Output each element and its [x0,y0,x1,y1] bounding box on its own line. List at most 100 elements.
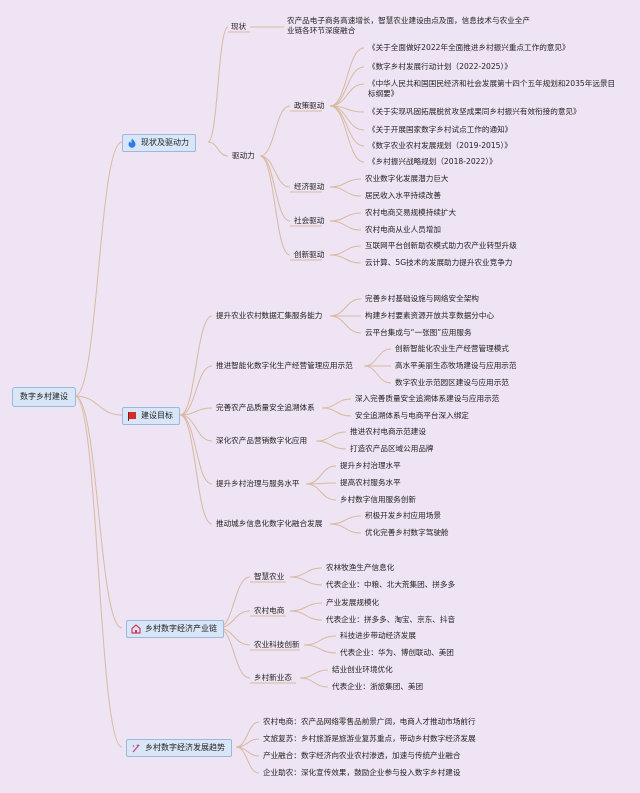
root-node[interactable]: 数字乡村建设 [12,387,76,407]
connector-line [329,186,362,197]
goal-item[interactable]: 优化完善乡村数字驾驶舱 [365,528,449,537]
house-icon [131,624,141,634]
connector-line [329,105,365,163]
connector-line [207,26,229,143]
goal-item[interactable]: 积极开发乡村应用场景 [365,511,441,520]
connector-line [329,523,362,534]
connector-line [179,365,213,416]
goal-traceability[interactable]: 完善农产品质量安全追溯体系 [216,403,315,412]
goal-item[interactable]: 提高农村服务水平 [340,478,401,487]
connector-line [315,440,347,450]
connector-line [74,395,123,629]
goal-governance[interactable]: 提升乡村治理与服务水平 [216,479,300,488]
chain-smart-agriculture[interactable]: 智慧农业 [254,572,285,581]
branch-trends[interactable]: 乡村数字经济发展趋势 [126,739,232,757]
policy-item[interactable]: 《关于全面做好2022年全面推进乡村振兴重点工作的意见》 [368,43,570,52]
branch-label: 建设目标 [141,411,173,420]
chain-tech-innovation[interactable]: 农业科技创新 [254,640,300,649]
chain-item[interactable]: 结业创业环境优化 [332,665,393,674]
connector-line [179,407,213,416]
goal-item[interactable]: 打造农产品区域公用品牌 [350,444,434,453]
innovation-item[interactable]: 互联网平台创新助农模式助力农产业转型升级 [365,241,517,250]
goal-item[interactable]: 高水平美丽生态牧场建设与应用示范 [395,361,517,370]
goal-data-service[interactable]: 提升农业农村数据汇集服务能力 [216,311,323,320]
flame-icon [128,138,136,148]
branch-goals[interactable]: 建设目标 [122,407,180,425]
connector-line [329,212,362,222]
goal-item[interactable]: 云平台集成与“一张图”应用服务 [365,328,472,337]
connector-line [329,66,365,107]
connector-line [303,635,337,646]
chain-new-business[interactable]: 乡村新业态 [254,673,292,682]
node-economic[interactable]: 经济驱动 [294,182,325,191]
goal-item[interactable]: 完善乡村基础设施与网络安全架构 [365,294,479,303]
policy-item[interactable]: 《关于开展国家数字乡村试点工作的通知》 [368,125,513,134]
trend-item[interactable]: 企业助农：深化宣传效果，鼓励企业参与投入数字乡村建设 [263,768,461,777]
node-status-desc[interactable]: 农产品电子商务高速增长，智慧农业建设由点及面，信息技术与农业全产业链各环节深度融… [287,16,530,35]
goal-urban-rural[interactable]: 推动城乡信息化数字化融合发展 [216,519,323,528]
social-item[interactable]: 农村电商从业人员增加 [365,225,441,234]
node-social[interactable]: 社会驱动 [294,216,325,225]
goal-marketing[interactable]: 深化农产品营销数字化应用 [216,436,308,445]
connector-line [235,746,260,774]
node-policy[interactable]: 政策驱动 [294,101,325,110]
connector-line [303,644,337,654]
economic-item[interactable]: 居民收入水平持续改善 [365,191,441,200]
connector-line [329,315,362,334]
node-status[interactable]: 现状 [231,22,247,31]
policy-item[interactable]: 《数字农业农村发展规划（2019-2015）》 [368,141,512,150]
connector-line [329,254,362,264]
flag-icon [128,412,136,421]
branch-label: 乡村数字经济发展趋势 [145,743,225,752]
connector-line [259,155,291,188]
goal-item[interactable]: 乡村数字信用服务创新 [340,495,416,504]
chain-rural-ecommerce[interactable]: 农村电商 [254,606,285,615]
connector-line [179,414,213,485]
goal-smart-production[interactable]: 推进智能化数字化生产经营管理应用示范 [216,361,353,370]
policy-item[interactable]: 《关于实现巩固拓展脱贫攻坚成果同乡村振兴有效衔接的意见》 [368,107,581,116]
connector-line [329,298,362,317]
branch-status-drivers[interactable]: 现状及驱动力 [122,134,196,152]
node-innovation[interactable]: 创新驱动 [294,250,325,259]
chain-item[interactable]: 农林牧渔生产信息化 [326,563,395,572]
goal-item[interactable]: 安全追溯体系与电商平台深入绑定 [355,411,469,420]
trend-item[interactable]: 产业融合：数字经济向农业农村渗透，加速与传统产业融合 [263,751,461,760]
sparkle-icon [132,743,140,753]
connector-line [259,155,291,222]
connector-line [289,576,323,586]
trend-item[interactable]: 文旅复苏：乡村旅游是旅游业复苏重点，带动乡村数字经济发展 [263,734,476,743]
goal-item[interactable]: 深入完善质量安全追溯体系建设与应用示范 [355,394,500,403]
connector-line [74,395,123,416]
connector-line [74,141,123,397]
connector-line [305,483,337,501]
goal-item[interactable]: 创新智能化农业生产经营管理模式 [395,344,509,353]
chain-item[interactable]: 科技进步带动经济发展 [340,631,416,640]
chain-item[interactable]: 代表企业：浙旅集团、美团 [332,682,424,691]
connector-line [289,610,323,621]
connector-line [321,398,352,409]
connector-line [207,141,229,157]
chain-item[interactable]: 产业发展规模化 [326,598,380,607]
connector-line [299,669,329,679]
goal-item[interactable]: 构建乡村要素资源开放共享数据分中心 [365,311,495,320]
goal-item[interactable]: 数字农业示范园区建设与应用示范 [395,378,509,387]
social-item[interactable]: 农村电商交易规模持续扩大 [365,208,457,217]
trend-item[interactable]: 农村电商：农产品网络零售品前景广阔，电商人才推动市场前行 [263,717,476,726]
connector-line [235,721,260,748]
chain-item[interactable]: 代表企业：华为、博创联动、美团 [340,648,454,657]
chain-item[interactable]: 代表企业：拼多多、淘宝、京东、抖音 [326,615,456,624]
branch-industry-chain[interactable]: 乡村数字经济产业链 [126,620,224,638]
policy-item[interactable]: 《数字乡村发展行动计划（2022-2025）》 [368,62,512,71]
goal-item[interactable]: 推进农村电商示范建设 [350,427,426,436]
innovation-item[interactable]: 云计算、5G技术的发展助力提升农业竞争力 [365,258,513,267]
policy-item[interactable]: 《中华人民共和国国民经济和社会发展第十四个五年规划和2035年远景目标纲要》 [368,79,616,98]
goal-item[interactable]: 提升乡村治理水平 [340,461,401,470]
node-drivers[interactable]: 驱动力 [232,151,255,160]
connector-line [363,365,392,384]
connector-line [179,315,213,416]
chain-item[interactable]: 代表企业：中粮、北大荒集团、拼多多 [326,580,456,589]
economic-item[interactable]: 农业数字化发展潜力巨大 [365,174,449,183]
policy-item[interactable]: 《乡村振兴战略规划（2018-2022）》 [368,157,497,166]
connector-line [329,220,362,231]
